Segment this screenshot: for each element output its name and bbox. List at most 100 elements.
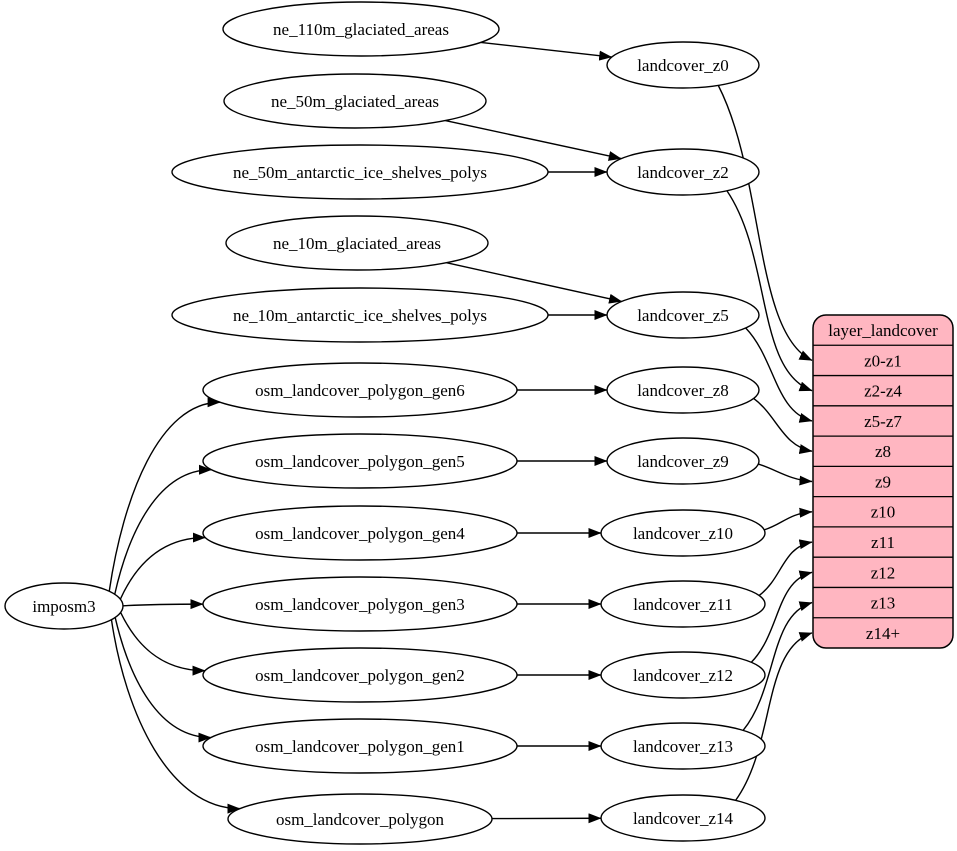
- node-ellipse: [606, 366, 760, 414]
- table-layer_landcover: layer_landcoverz0-z1z2-z4z5-z7z8z9z10z11…: [812, 314, 954, 649]
- node-label: landcover_z2: [637, 163, 729, 182]
- node-label: landcover_z8: [637, 381, 729, 400]
- node-ellipse: [606, 291, 760, 339]
- table-layer: layer_landcoverz0-z1z2-z4z5-z7z8z9z10z11…: [812, 314, 954, 649]
- node-ellipse: [227, 793, 493, 845]
- node-landcover_z14: landcover_z14: [600, 794, 766, 842]
- node-imposm3: imposm3: [4, 582, 124, 630]
- node-ellipse: [606, 148, 760, 196]
- edge-landcover_z13-row-z13: [742, 601, 813, 731]
- node-landcover_z12: landcover_z12: [600, 651, 766, 699]
- node-ellipse: [202, 505, 518, 561]
- node-ne_50m_antarctic_ice_shelves_polys: ne_50m_antarctic_ice_shelves_polys: [171, 144, 549, 200]
- table-row-z13: z13: [813, 586, 953, 613]
- node-label: ne_10m_glaciated_areas: [273, 234, 441, 253]
- edge-landcover_z9-row-z9: [758, 463, 813, 486]
- node-label: ne_50m_antarctic_ice_shelves_polys: [233, 163, 487, 182]
- node-ellipse: [202, 433, 518, 489]
- table-row-z14+: z14+: [813, 617, 953, 643]
- edge-ne_50m_glaciated_areas-landcover_z2: [445, 119, 622, 161]
- edge-imposm3-osm_landcover_polygon_gen1: [114, 617, 212, 743]
- table-row-label: z5-z7: [864, 412, 902, 431]
- node-landcover_z8: landcover_z8: [606, 366, 760, 414]
- node-landcover_z5: landcover_z5: [606, 291, 760, 339]
- node-ellipse: [600, 509, 766, 557]
- table-row-label: z9: [875, 472, 891, 491]
- node-landcover_z9: landcover_z9: [606, 437, 760, 485]
- table-row-label: z12: [871, 563, 896, 582]
- edge-imposm3-osm_landcover_polygon_gen3: [122, 599, 204, 610]
- node-label: ne_110m_glaciated_areas: [273, 20, 449, 39]
- node-osm_landcover_polygon_gen4: osm_landcover_polygon_gen4: [202, 505, 518, 561]
- node-ellipse: [202, 647, 518, 703]
- table-row-z2-z4: z2-z4: [813, 374, 953, 401]
- node-ellipse: [4, 582, 124, 630]
- node-label: osm_landcover_polygon_gen5: [255, 452, 465, 471]
- edge-landcover_z14-row-z14+: [735, 632, 813, 801]
- node-ellipse: [600, 580, 766, 628]
- node-osm_landcover_polygon_gen5: osm_landcover_polygon_gen5: [202, 433, 518, 489]
- node-label: landcover_z13: [633, 737, 733, 756]
- edges-layer: [108, 41, 813, 824]
- table-row-label: z0-z1: [864, 351, 902, 370]
- node-osm_landcover_polygon: osm_landcover_polygon: [227, 793, 493, 845]
- edge-imposm3-osm_landcover_polygon_gen4: [119, 532, 206, 600]
- node-ellipse: [171, 144, 549, 200]
- node-label: landcover_z12: [633, 666, 733, 685]
- node-label: osm_landcover_polygon_gen4: [255, 524, 465, 543]
- node-landcover_z13: landcover_z13: [600, 722, 766, 770]
- node-landcover_z0: landcover_z0: [606, 41, 760, 89]
- edge-ne_10m_glaciated_areas-landcover_z5: [446, 262, 623, 304]
- node-ellipse: [202, 718, 518, 774]
- node-ellipse: [202, 576, 518, 632]
- node-label: imposm3: [32, 597, 95, 616]
- edge-landcover_z0-row-z0-z1: [717, 85, 813, 362]
- node-label: osm_landcover_polygon_gen6: [255, 381, 465, 400]
- table-frame: [812, 314, 954, 649]
- node-ellipse: [600, 722, 766, 770]
- node-landcover_z2: landcover_z2: [606, 148, 760, 196]
- node-ellipse: [600, 794, 766, 842]
- edge-landcover_z12-row-z12: [750, 570, 813, 663]
- edge-imposm3-osm_landcover_polygon: [110, 619, 241, 814]
- node-ne_50m_glaciated_areas: ne_50m_glaciated_areas: [223, 73, 487, 129]
- edge-landcover_z8-row-z8: [753, 397, 813, 454]
- table-row-z11: z11: [813, 526, 953, 552]
- table-row-z5-z7: z5-z7: [813, 405, 953, 431]
- nodes-layer: imposm3 ne_110m_glaciated_areas ne_50m_gla…: [4, 1, 766, 845]
- node-osm_landcover_polygon_gen2: osm_landcover_polygon_gen2: [202, 647, 518, 703]
- node-ne_10m_antarctic_ice_shelves_polys: ne_10m_antarctic_ice_shelves_polys: [171, 287, 549, 343]
- edge-landcover_z11-row-z11: [758, 539, 813, 597]
- node-label: landcover_z0: [637, 56, 729, 75]
- edge-landcover_z10-row-z10: [764, 507, 813, 531]
- table-row-z8: z8: [813, 435, 953, 461]
- table-row-label: z14+: [866, 624, 900, 643]
- node-landcover_z11: landcover_z11: [600, 580, 766, 628]
- edge-ne_110m_glaciated_areas-landcover_z0: [480, 41, 613, 61]
- node-osm_landcover_polygon_gen3: osm_landcover_polygon_gen3: [202, 576, 518, 632]
- node-ellipse: [600, 651, 766, 699]
- node-ellipse: [223, 73, 487, 129]
- node-ellipse: [202, 362, 518, 418]
- edge-imposm3-osm_landcover_polygon_gen6: [108, 397, 221, 592]
- node-ne_110m_glaciated_areas: ne_110m_glaciated_areas: [222, 1, 500, 57]
- edge-imposm3-osm_landcover_polygon_gen2: [119, 612, 206, 676]
- table-row-label: z10: [871, 503, 896, 522]
- node-label: landcover_z11: [633, 595, 732, 614]
- node-label: osm_landcover_polygon_gen3: [255, 595, 465, 614]
- node-ellipse: [225, 215, 489, 271]
- edge-landcover_z2-row-z2-z4: [726, 190, 813, 392]
- table-row-label: z11: [871, 533, 895, 552]
- edge-imposm3-osm_landcover_polygon_gen5: [114, 464, 212, 595]
- node-osm_landcover_polygon_gen1: osm_landcover_polygon_gen1: [202, 718, 518, 774]
- table-row-z0-z1: z0-z1: [813, 344, 953, 370]
- table-row-label: z13: [871, 594, 896, 613]
- table-row-z10: z10: [813, 495, 953, 522]
- node-label: landcover_z9: [637, 452, 729, 471]
- table-row-z9: z9: [813, 465, 953, 491]
- node-ne_10m_glaciated_areas: ne_10m_glaciated_areas: [225, 215, 489, 271]
- node-label: landcover_z10: [633, 524, 733, 543]
- table-row-z12: z12: [813, 556, 953, 582]
